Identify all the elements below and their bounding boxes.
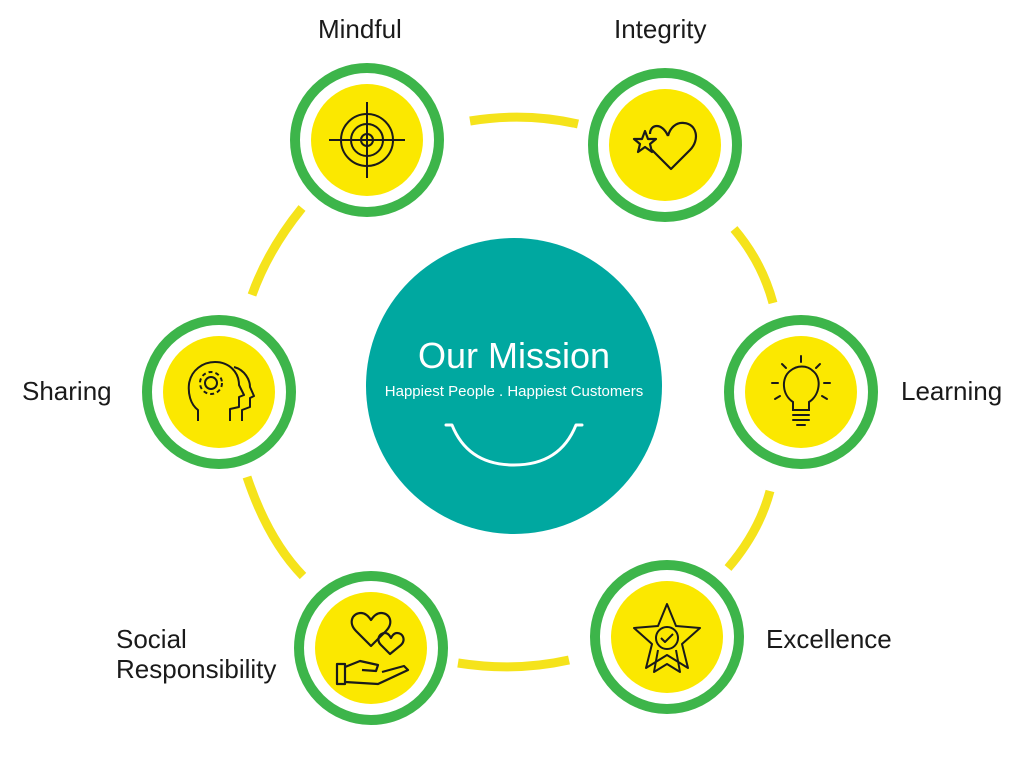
node-sharing [142, 315, 296, 469]
target-icon [329, 102, 405, 178]
connector-excellence-social [457, 655, 570, 672]
connector-integrity-learning [730, 226, 778, 305]
connector-mindful-integrity [469, 112, 579, 129]
hand-hearts-icon [335, 611, 410, 686]
mission-subtitle: Happiest People . Happiest Customers [384, 383, 644, 400]
label-social: Social [116, 624, 187, 654]
label-excellence: Excellence [766, 624, 892, 654]
label-learning: Learning [901, 376, 1003, 406]
node-learning [724, 315, 878, 469]
mission-title: Our Mission [417, 335, 611, 376]
connector-arcs [242, 112, 778, 672]
node-excellence [590, 560, 744, 714]
label-mindful: Mindful [318, 14, 402, 44]
node-integrity [588, 68, 742, 222]
label-responsibility: Responsibility [116, 654, 277, 684]
heart-star-icon [632, 121, 698, 171]
smile-curve-icon [444, 423, 584, 467]
lightbulb-icon [771, 355, 831, 426]
star-badge-icon [633, 603, 701, 673]
node-mindful [290, 63, 444, 217]
connector-learning-excellence [724, 489, 775, 571]
mission-center-circle [366, 238, 662, 534]
node-social-responsibility [294, 571, 448, 725]
label-integrity: Integrity [614, 14, 707, 44]
connector-social-sharing [242, 475, 307, 580]
label-sharing: Sharing [22, 376, 112, 406]
connector-sharing-mindful [247, 205, 306, 297]
head-gear-icon [187, 361, 255, 421]
